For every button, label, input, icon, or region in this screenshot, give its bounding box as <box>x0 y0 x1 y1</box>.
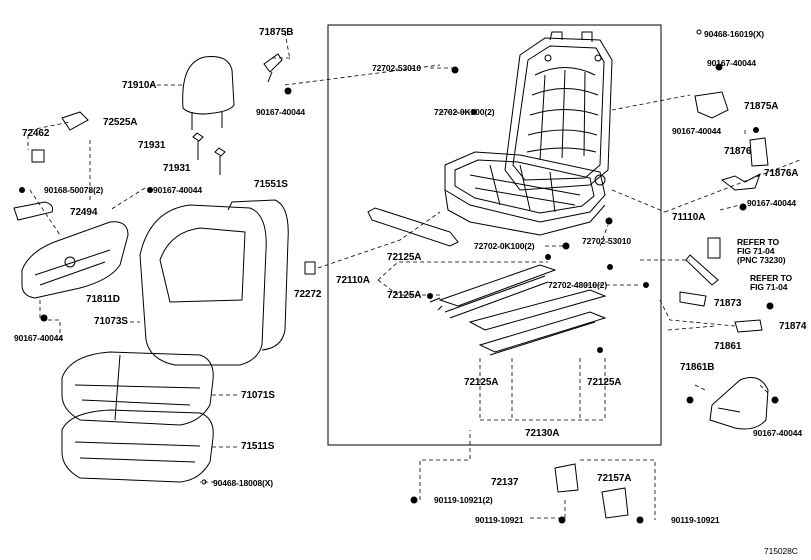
label-90167-40044-r1: 90167-40044 <box>707 58 757 68</box>
label-72125a-2: 72125A <box>387 290 422 301</box>
label-72702-48010: 72702-48010(2) <box>548 280 608 290</box>
label-90167-40044-r2: 90167-40044 <box>672 126 722 136</box>
lever-72494 <box>13 201 54 221</box>
refer-note-1-line2: FIG 71-04 <box>737 246 775 256</box>
label-72157a: 72157A <box>597 473 632 484</box>
label-72702-53010-top: 72702-53010 <box>372 63 422 73</box>
seat-back-cover <box>139 199 289 366</box>
guide-pin-1 <box>192 132 204 160</box>
label-71876a: 71876A <box>764 168 799 179</box>
label-71931-a: 71931 <box>138 140 166 151</box>
cover-71876a <box>720 172 761 191</box>
label-90468-18008: 90468-18008(X) <box>213 478 274 488</box>
knob-72525a <box>61 111 89 131</box>
label-72272: 72272 <box>294 289 322 300</box>
label-90167-40044-left: 90167-40044 <box>14 333 64 343</box>
label-71875b: 71875B <box>259 27 294 38</box>
label-71875a: 71875A <box>744 101 779 112</box>
bracket-71875b <box>263 53 283 83</box>
label-71910a: 71910A <box>122 80 157 91</box>
refer-note-1-line1: REFER TO <box>737 237 780 247</box>
cover-72137 <box>554 463 579 493</box>
label-72702-0k100-mid: 72702-0K100(2) <box>474 241 535 251</box>
bracket-71874 <box>734 319 763 333</box>
label-71931-b: 71931 <box>163 163 191 174</box>
drawing-code: 715028C <box>764 546 798 556</box>
label-72702-53010-mid: 72702-53010 <box>582 236 632 246</box>
seat-cushion-cover <box>61 351 214 426</box>
label-71861b: 71861B <box>680 362 715 373</box>
label-71071s: 71071S <box>241 390 275 401</box>
label-71874: 71874 <box>779 321 807 332</box>
label-71073s: 71073S <box>94 316 128 327</box>
label-71811d: 71811D <box>86 294 120 305</box>
assembly-frame <box>327 24 662 446</box>
label-72137: 72137 <box>491 477 519 488</box>
label-90167-40044-top: 90167-40044 <box>256 107 306 117</box>
label-90468-16019: 90468-16019(X) <box>704 29 765 39</box>
label-72110a: 72110A <box>336 275 370 286</box>
belt-buckle <box>685 254 719 286</box>
leader-lines <box>27 31 801 520</box>
label-72130a: 72130A <box>525 428 560 439</box>
fasteners <box>19 29 779 524</box>
label-90119-10921-b: 90119-10921 <box>671 515 720 525</box>
label-71861: 71861 <box>714 341 742 352</box>
guide-pin-2 <box>214 147 226 175</box>
seat-cushion-pad <box>61 409 214 483</box>
bracket-71873 <box>679 291 707 307</box>
side-shield <box>21 221 129 299</box>
label-72462: 72462 <box>22 128 50 139</box>
clip-72272 <box>304 261 316 275</box>
label-71511s: 71511S <box>241 441 275 452</box>
label-71551s: 71551S <box>254 179 288 190</box>
label-72125a-1: 72125A <box>387 252 422 263</box>
cover-71875a <box>694 91 729 119</box>
refer-note-2-line2: FIG 71-04 <box>750 282 788 292</box>
label-72125a-4: 72125A <box>587 377 622 388</box>
label-90168-50078: 90168-50078(2) <box>44 185 104 195</box>
refer-note-2-line1: REFER TO <box>750 273 793 283</box>
label-72494: 72494 <box>70 207 98 218</box>
side-cover-71861 <box>709 377 769 430</box>
label-71873: 71873 <box>714 298 742 309</box>
label-90167-40044-r3: 90167-40044 <box>747 198 797 208</box>
label-72525a: 72525A <box>103 117 138 128</box>
seat-cushion-frame <box>444 151 606 236</box>
label-90119-10921-a: 90119-10921 <box>475 515 524 525</box>
label-71876: 71876 <box>724 146 752 157</box>
cover-71876 <box>749 137 769 167</box>
seat-wire <box>367 207 459 247</box>
seat-rails <box>429 264 607 356</box>
cover-72157a <box>601 487 629 519</box>
label-71110a: 71110A <box>672 212 706 223</box>
label-90167-40044-r4: 90167-40044 <box>753 428 803 438</box>
label-72702-0k100-top: 72702-0K100(2) <box>434 107 495 117</box>
cap-72462 <box>31 149 45 163</box>
refer-note-1-line3: (PNC 73230) <box>737 255 786 265</box>
seat-back-frame <box>504 31 613 191</box>
headrest <box>182 56 235 130</box>
label-90167-40044-mid: 90167-40044 <box>153 185 203 195</box>
label-72125a-3: 72125A <box>464 377 499 388</box>
label-90119-10921-2: 90119-10921(2) <box>434 495 493 505</box>
